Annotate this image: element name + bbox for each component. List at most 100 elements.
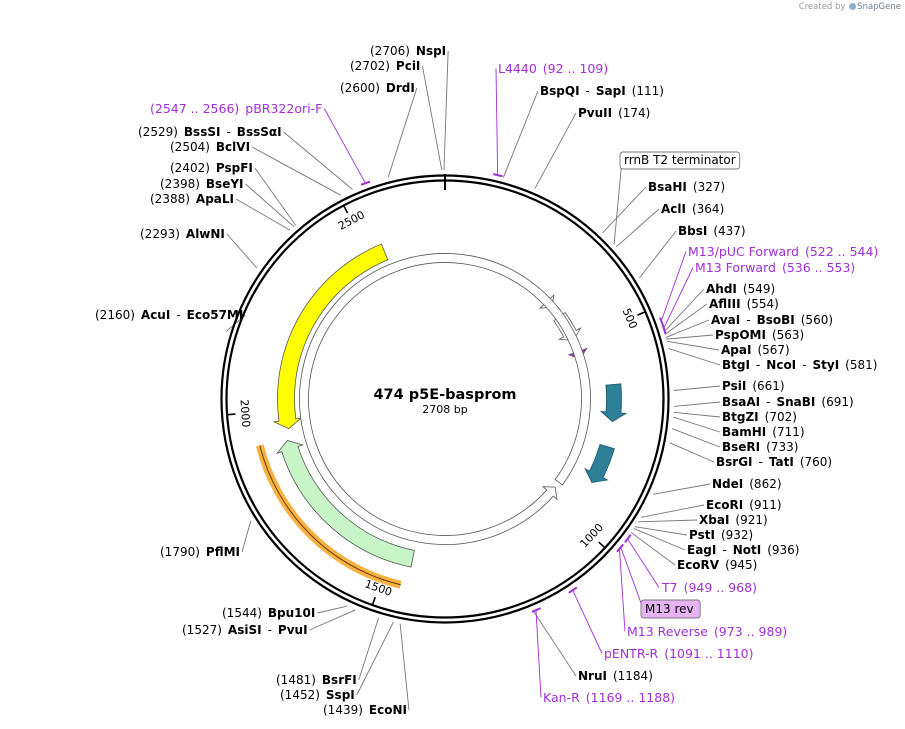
svg-text:EcoRI(911): EcoRI(911) xyxy=(706,498,782,512)
feature-t7-promoter-arrow[interactable] xyxy=(299,253,591,545)
feature-attr1-arrow[interactable] xyxy=(584,443,615,484)
label-part: (949 .. 968) xyxy=(684,580,757,595)
site-label[interactable]: rrnB T2 terminator xyxy=(619,151,741,170)
site-label[interactable]: BtgI-NcoI-StyI(581) xyxy=(722,358,877,372)
enzyme-name: PspFI xyxy=(216,161,253,175)
site-label[interactable]: L4440(92 .. 109) xyxy=(498,61,608,76)
label-part: (1544) xyxy=(222,606,262,620)
site-label[interactable]: M13 rev xyxy=(640,599,701,619)
leader-line xyxy=(669,442,715,463)
label-part: T7 xyxy=(661,580,678,595)
enzyme-name: AclI xyxy=(661,202,686,216)
enzyme-name: BseRI xyxy=(722,440,760,454)
site-label[interactable]: T7 (949 .. 968) xyxy=(661,580,757,595)
svg-text:M13 rev: M13 rev xyxy=(645,602,694,616)
scale-tick xyxy=(598,541,606,549)
enzyme-name: AcuI xyxy=(141,308,170,322)
site-label[interactable]: M13 Forward(536 .. 553) xyxy=(695,260,855,275)
site-label[interactable]: (1527)AsiSI-PvuI xyxy=(182,623,308,637)
primer-mark[interactable] xyxy=(360,180,371,186)
site-label[interactable]: (2160)AcuI-Eco57MI xyxy=(95,308,243,322)
site-label[interactable]: (1481)BsrFI xyxy=(276,673,357,687)
site-label[interactable]: EcoRV(945) xyxy=(677,558,757,572)
site-label[interactable]: NruI(1184) xyxy=(578,669,653,683)
leader-line xyxy=(323,108,367,185)
site-label[interactable]: (2600)DrdI xyxy=(340,81,415,95)
site-label[interactable]: M13 Reverse(973 .. 989) xyxy=(627,624,787,639)
site-label[interactable]: AclI (364) xyxy=(661,202,724,216)
site-label[interactable]: (2702)PciI xyxy=(350,59,420,73)
enzyme-name: PspOMI xyxy=(715,328,766,342)
label-part: (2600) xyxy=(340,81,380,95)
site-label[interactable]: (1790)PflMI xyxy=(160,545,240,559)
site-label[interactable]: NdeI(862) xyxy=(712,477,782,491)
site-label[interactable]: AflIII(554) xyxy=(709,297,779,311)
site-label[interactable]: M13/pUC Forward(522 .. 544) xyxy=(688,244,878,259)
site-label[interactable]: pENTR-R(1091 .. 1110) xyxy=(604,646,753,661)
leader-line xyxy=(640,504,705,518)
site-label[interactable]: ApaI(567) xyxy=(721,343,790,357)
primer-mark[interactable] xyxy=(492,173,503,178)
svg-text:(2402)PspFI: (2402) PspFI xyxy=(170,161,253,175)
primer-mark[interactable] xyxy=(661,324,667,335)
leader-line xyxy=(532,610,577,677)
site-label[interactable]: BamHI(711) xyxy=(722,425,805,439)
enzyme-name: AhdI xyxy=(706,282,737,296)
site-label[interactable]: BsrGI-TatI(760) xyxy=(716,455,832,469)
feature-ori-arrow[interactable] xyxy=(272,243,389,430)
site-label[interactable]: (2504)BclVI xyxy=(170,140,250,154)
label-part: (2402) xyxy=(170,161,210,175)
svg-text:BtgI-NcoI-StyI(581): BtgI-NcoI-StyI(581) xyxy=(722,358,877,372)
svg-text:T7(949 .. 968): T7 (949 .. 968) xyxy=(661,580,757,595)
leader-line xyxy=(671,428,721,448)
site-label[interactable]: BsaAI-SnaBI(691) xyxy=(722,395,854,409)
site-label[interactable]: BseRI(733) xyxy=(722,440,798,454)
site-label[interactable]: (1544)Bpu10I xyxy=(222,606,315,620)
site-label[interactable]: EcoRI(911) xyxy=(706,498,782,512)
site-label[interactable]: (2293)AlwNI xyxy=(140,227,225,241)
site-label[interactable]: AhdI(549) xyxy=(706,282,775,296)
site-label[interactable]: PspOMI(563) xyxy=(715,328,804,342)
label-part: (364) xyxy=(692,202,724,216)
site-label[interactable]: EagI-NotI(936) xyxy=(687,543,799,557)
primer-mark[interactable] xyxy=(616,543,624,553)
primer-mark[interactable] xyxy=(568,586,578,594)
site-label[interactable]: BbsI(437) xyxy=(678,224,746,238)
svg-text:PstI(932): PstI(932) xyxy=(689,528,753,542)
label-part: - xyxy=(176,308,180,322)
site-label[interactable]: (2388)ApaLI xyxy=(150,192,234,206)
label-part: M13/pUC Forward xyxy=(688,244,799,259)
site-label[interactable]: XbaI(921) xyxy=(699,513,768,527)
site-label[interactable]: (2547 .. 2566)pBR322ori-F xyxy=(150,101,322,116)
primer-mark[interactable] xyxy=(531,607,542,613)
site-label[interactable]: PstI(932) xyxy=(689,528,753,542)
feature-kanr-arrow[interactable] xyxy=(275,440,415,568)
leader-line xyxy=(635,526,688,536)
site-label[interactable]: (2402) PspFI xyxy=(170,161,253,175)
site-label[interactable]: (2706)NspI xyxy=(370,44,446,58)
primer-mark[interactable] xyxy=(624,534,632,543)
site-label[interactable]: PvuII(174) xyxy=(578,106,650,120)
leader-line xyxy=(443,50,449,171)
site-label[interactable]: Kan-R(1169 .. 1188) xyxy=(543,690,675,705)
site-label[interactable]: (1452)SspI xyxy=(280,688,355,702)
svg-text:(1790)PflMI: (1790)PflMI xyxy=(160,545,240,559)
site-label[interactable]: AvaI-BsoBI(560) xyxy=(711,313,833,327)
site-label[interactable]: (2529)BssSI-BssSαI xyxy=(138,125,282,139)
svg-text:PvuII(174): PvuII(174) xyxy=(578,106,650,120)
scale-tick-label: 2000 xyxy=(238,399,253,428)
feature-attl4-arrow[interactable] xyxy=(599,383,628,423)
site-label[interactable]: BsaHI(327) xyxy=(648,180,725,194)
site-label[interactable]: (1439)EcoNI xyxy=(323,703,407,717)
svg-text:AhdI(549): AhdI(549) xyxy=(706,282,775,296)
site-label[interactable]: BspQI-SapI(111) xyxy=(540,84,664,98)
site-label[interactable]: PsiI(661) xyxy=(722,379,785,393)
site-label[interactable]: BtgZI(702) xyxy=(722,410,797,424)
enzyme-name: AflIII xyxy=(709,297,741,311)
leader-line xyxy=(251,146,341,196)
enzyme-name: EcoRV xyxy=(677,558,720,572)
label-part: (1091 .. 1110) xyxy=(664,646,753,661)
enzyme-name: BspQI xyxy=(540,84,580,98)
svg-text:(2293)AlwNI: (2293)AlwNI xyxy=(140,227,225,241)
site-label[interactable]: (2398)BseYI xyxy=(160,177,244,191)
